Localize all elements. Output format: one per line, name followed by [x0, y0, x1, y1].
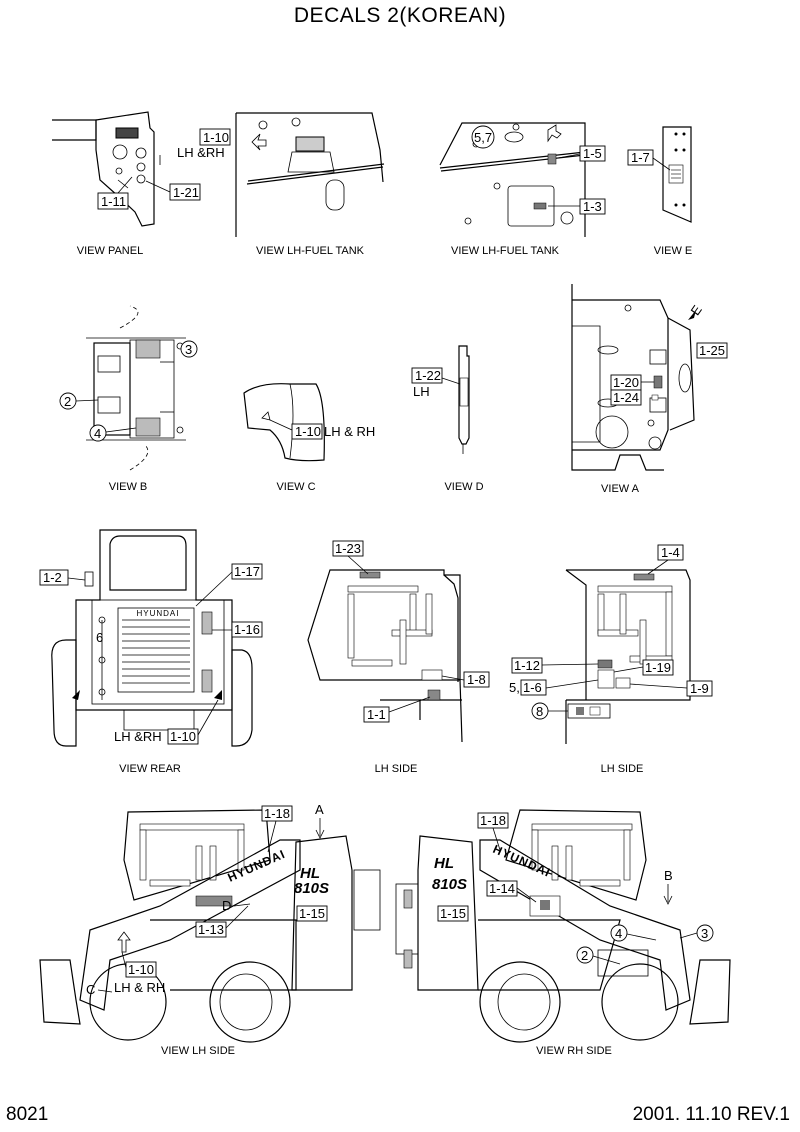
- label-lh-rh-viewc: LH & RH: [324, 424, 375, 439]
- label-c-arrow: C: [86, 982, 95, 997]
- label-1-19: 1-19: [645, 660, 671, 675]
- view-b: 3 2 4 VIEW B: [59, 305, 198, 493]
- caption-view-d: VIEW D: [444, 481, 483, 493]
- view-rear: HYUNDAI 1-2 1-17 6 1-16 LH &RH 1-10: [39, 529, 263, 775]
- label-1-15-lh: 1-15: [299, 906, 325, 921]
- label-2-viewb: 2: [64, 394, 71, 409]
- label-1-11: 1-11: [101, 194, 126, 209]
- view-lh-side: HYUNDAI HL 810S 1-18 A 1-15 D 1-: [39, 802, 381, 1057]
- label-lh-viewd: LH: [413, 384, 430, 399]
- view-panel: 1-11 1-21 VIEW PANEL: [52, 111, 201, 257]
- label-1-9: 1-9: [690, 681, 709, 696]
- label-1-16: 1-16: [234, 622, 260, 637]
- label-8: 8: [536, 704, 543, 719]
- label-1-22: 1-22: [415, 368, 441, 383]
- lh-side-2: 1-4 1-12 1-19 5, 1-6 1-9 8 LH SIDE: [509, 544, 713, 775]
- lh-model-hl: HL: [300, 865, 320, 882]
- label-4-viewb: 4: [94, 426, 101, 441]
- page-title: DECALS 2(KOREAN): [293, 4, 507, 27]
- label-1-10-lh: 1-10: [128, 962, 154, 977]
- rear-grille-hyundai-text: HYUNDAI: [136, 609, 179, 618]
- label-1-3: 1-3: [583, 199, 602, 214]
- label-1-6: 1-6: [523, 680, 542, 695]
- label-3-viewb: 3: [185, 342, 192, 357]
- label-1-14: 1-14: [489, 881, 515, 896]
- rh-model-810s: 810S: [432, 876, 467, 893]
- label-5-7: 5,7: [474, 130, 492, 145]
- label-lh-rh-fuel: LH &RH: [177, 145, 225, 160]
- caption-lh-side-2: LH SIDE: [601, 763, 644, 775]
- label-1-8: 1-8: [467, 672, 486, 687]
- label-1-10-rear: 1-10: [170, 729, 196, 744]
- label-1-20: 1-20: [613, 375, 639, 390]
- caption-view-panel: VIEW PANEL: [77, 245, 143, 257]
- view-a: E 1-25 1-20 1-24 VIEW A: [571, 284, 728, 495]
- caption-lh-side-1: LH SIDE: [375, 763, 418, 775]
- label-5-comma: 5,: [509, 680, 520, 695]
- label-a-arrow: A: [315, 802, 324, 817]
- label-e-arrow: E: [688, 302, 705, 318]
- caption-view-rear: VIEW REAR: [119, 763, 181, 775]
- label-lh-rh-rear: LH &RH: [114, 729, 162, 744]
- label-1-2: 1-2: [43, 570, 62, 585]
- label-3-rh: 3: [701, 926, 708, 941]
- view-d: 1-22 LH VIEW D: [411, 345, 484, 493]
- label-1-5: 1-5: [583, 146, 602, 161]
- caption-view-c: VIEW C: [276, 481, 315, 493]
- page-code: 8021: [6, 1104, 49, 1125]
- lh-side-1: 1-23 1-8 1-1 LH SIDE: [307, 540, 490, 775]
- label-1-17: 1-17: [234, 564, 260, 579]
- label-6-rear: 6: [96, 630, 103, 645]
- label-1-18-rh: 1-18: [480, 813, 506, 828]
- label-1-13: 1-13: [198, 922, 224, 937]
- label-1-23: 1-23: [335, 541, 361, 556]
- caption-view-lh-side: VIEW LH SIDE: [161, 1045, 235, 1057]
- caption-view-b: VIEW B: [109, 481, 148, 493]
- label-1-10-viewc: 1-10: [295, 424, 321, 439]
- label-1-10-fuel: 1-10: [203, 130, 229, 145]
- rh-model-hl: HL: [434, 855, 454, 872]
- label-1-21: 1-21: [173, 185, 199, 200]
- label-1-12: 1-12: [514, 658, 540, 673]
- label-1-4: 1-4: [661, 545, 680, 560]
- view-e: 1-7 VIEW E: [627, 126, 693, 257]
- label-1-18-lh: 1-18: [264, 806, 290, 821]
- caption-view-e: VIEW E: [654, 245, 693, 257]
- label-1-1: 1-1: [367, 707, 386, 722]
- caption-view-lh-fuel-tank-2: VIEW LH-FUEL TANK: [451, 245, 560, 257]
- view-lh-fuel-tank-1: 1-10 LH &RH VIEW LH-FUEL TANK: [177, 112, 385, 257]
- caption-view-rh-side: VIEW RH SIDE: [536, 1045, 612, 1057]
- lh-model-810s: 810S: [294, 880, 329, 897]
- label-d-arrow: D: [222, 898, 231, 913]
- label-1-25: 1-25: [699, 343, 725, 358]
- label-1-15-rh: 1-15: [440, 906, 466, 921]
- label-4-rh: 4: [615, 926, 622, 941]
- caption-view-lh-fuel-tank-1: VIEW LH-FUEL TANK: [256, 245, 365, 257]
- caption-view-a: VIEW A: [601, 483, 640, 495]
- date-revision: 2001. 11.10 REV.1: [632, 1104, 790, 1125]
- view-c: 1-10 LH & RH VIEW C: [243, 383, 375, 493]
- label-lh-rh-side: LH & RH: [114, 980, 165, 995]
- label-1-24: 1-24: [613, 390, 639, 405]
- label-b-arrow: B: [664, 868, 673, 883]
- view-lh-fuel-tank-2: 5,7 1-5 1-3 VIEW LH-FUEL TANK: [439, 122, 606, 257]
- label-2-rh: 2: [581, 948, 588, 963]
- view-rh-side: HYUNDAI HL 810S 1-18 1-14 1-15: [395, 809, 731, 1057]
- rh-arm-hyundai-text: HYUNDAI: [491, 842, 553, 880]
- label-1-7: 1-7: [631, 150, 650, 165]
